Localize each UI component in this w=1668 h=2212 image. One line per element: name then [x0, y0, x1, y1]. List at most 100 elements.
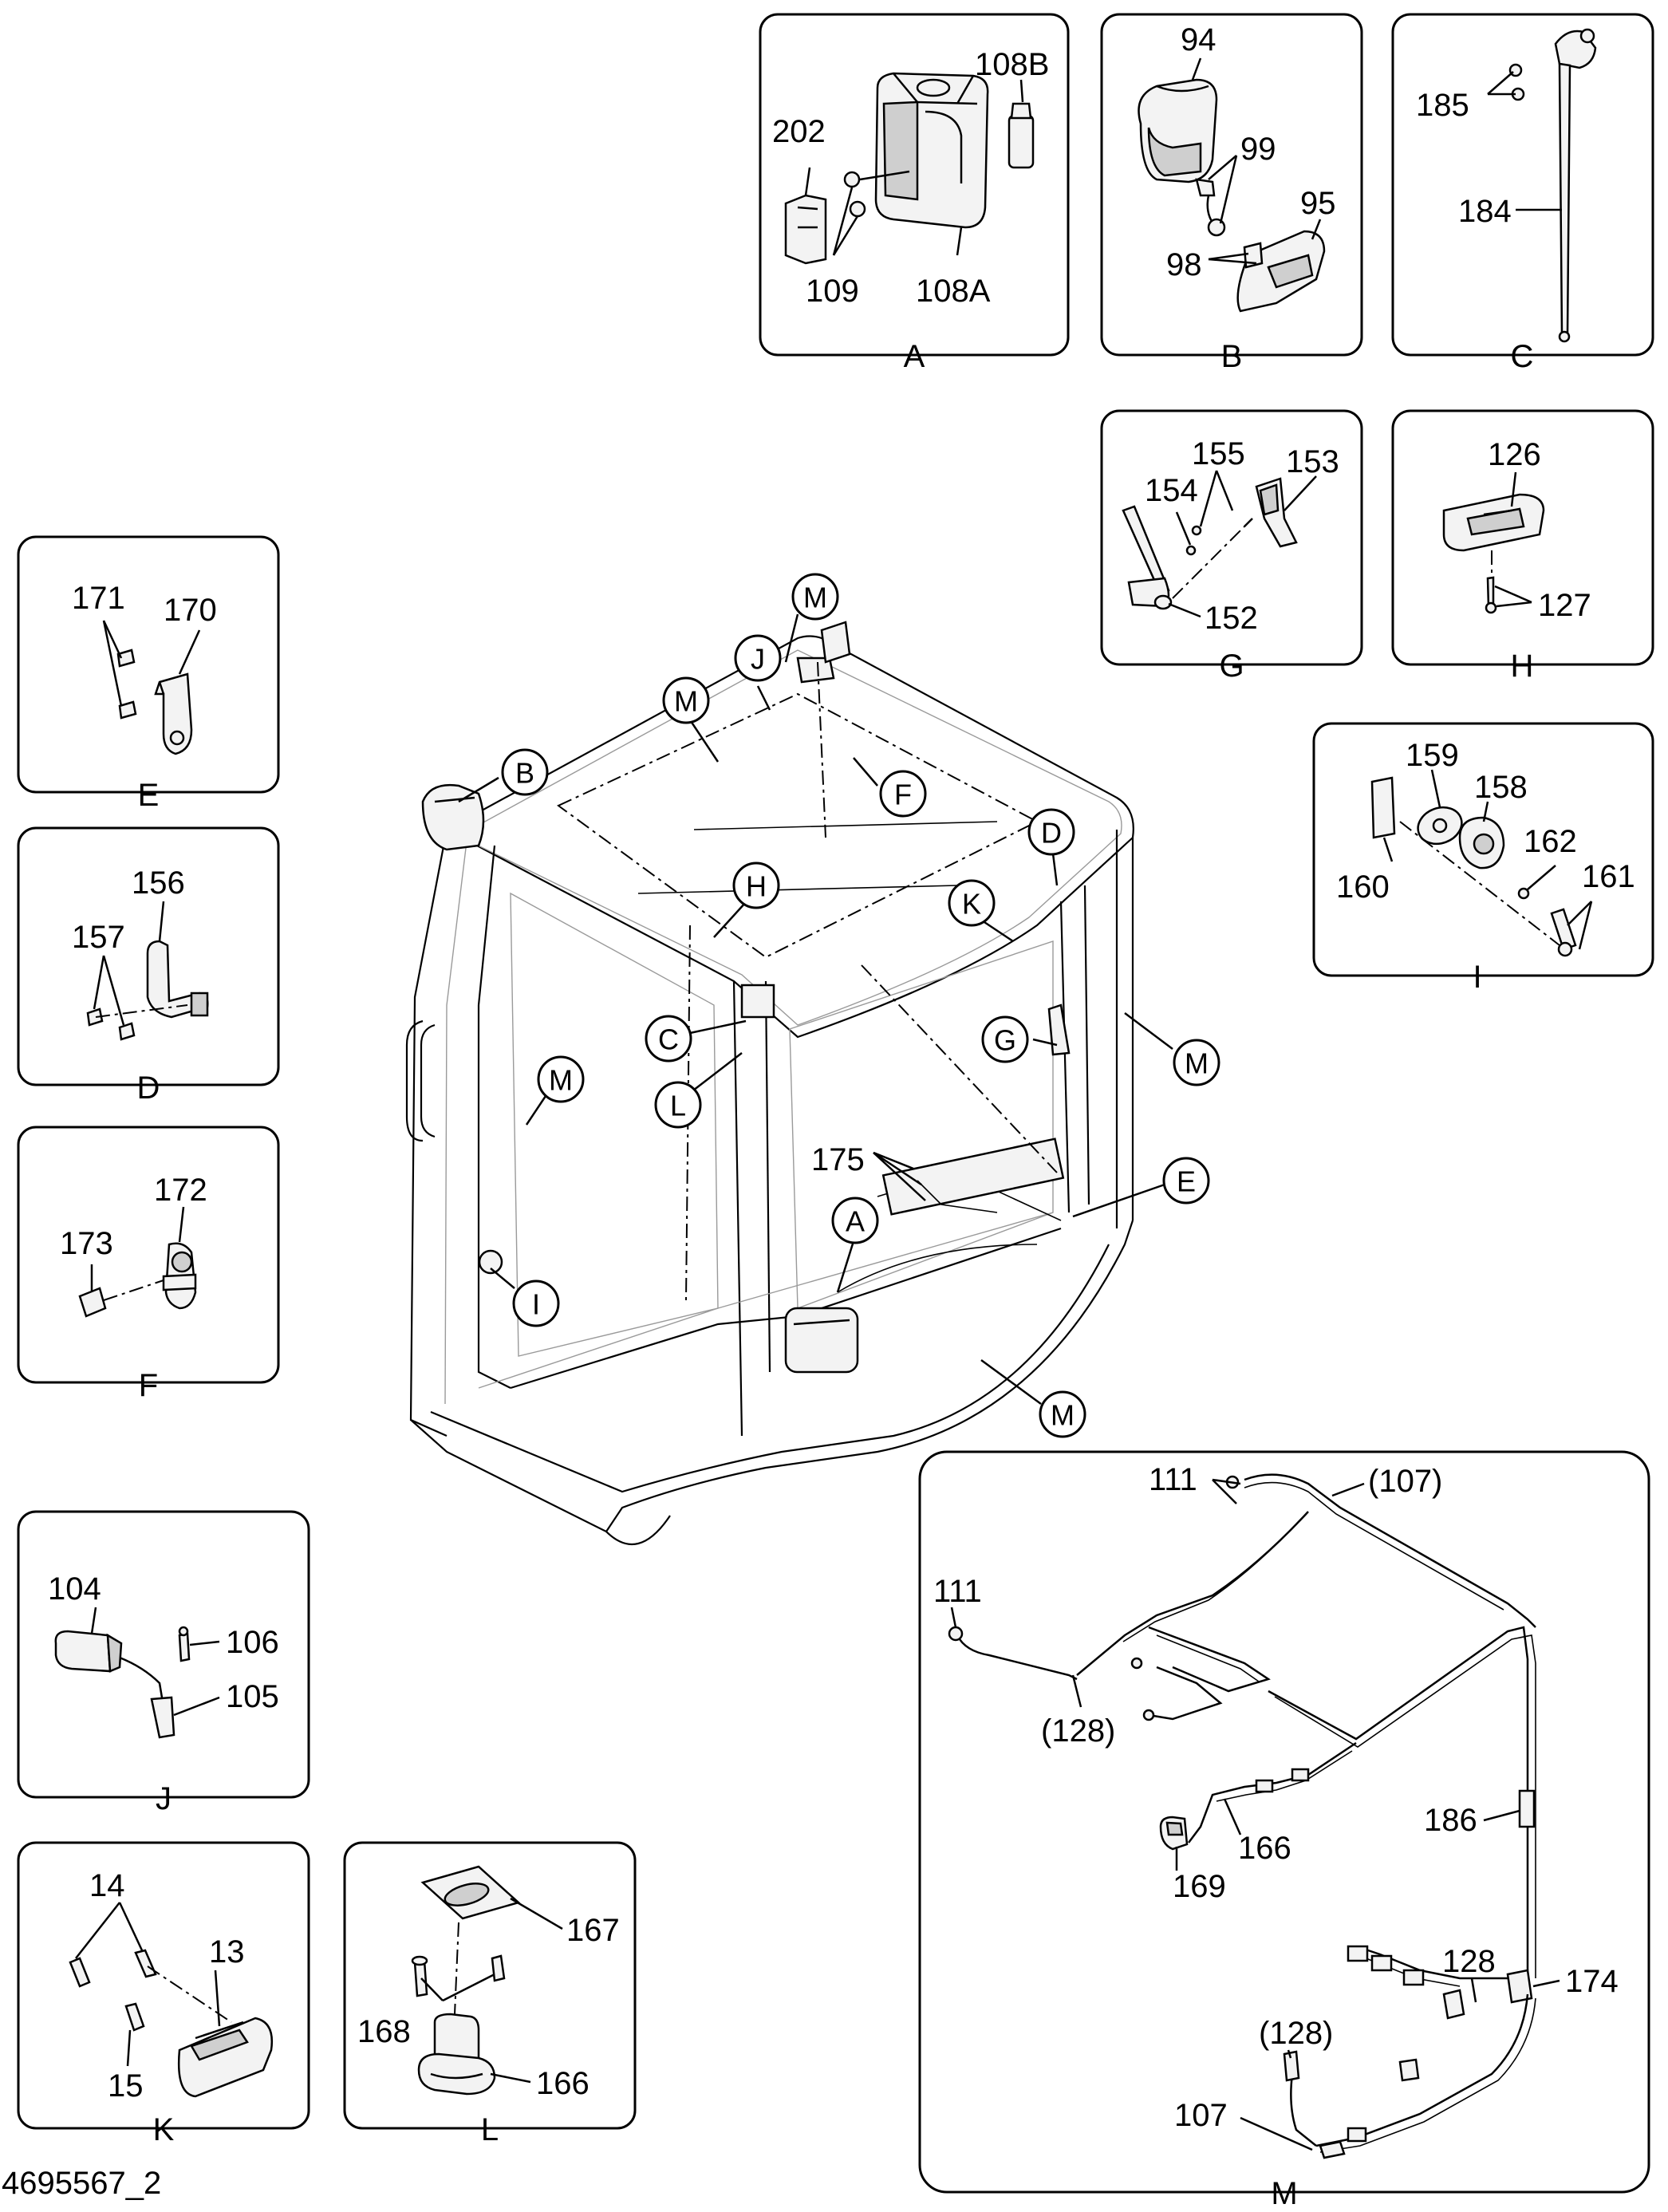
- callout-letter: H: [746, 870, 767, 903]
- panel-K-part-15: 15: [108, 2068, 144, 2104]
- panel-H: [1391, 409, 1654, 666]
- panel-J-label: J: [156, 1781, 172, 1816]
- document-id: 4695567_2: [2, 2166, 162, 2201]
- callout-letter: K: [962, 888, 981, 921]
- panel-A-label: A: [904, 339, 925, 374]
- panel-H-part-126: 126: [1488, 437, 1541, 472]
- panel-D-part-157: 157: [72, 920, 125, 955]
- panel-G-part-154: 154: [1145, 473, 1198, 508]
- panel-D-label: D: [137, 1071, 160, 1106]
- callout-m-10: M: [1173, 1039, 1220, 1086]
- panel-M-part-166: 166: [1238, 1831, 1291, 1866]
- callout-m-0: M: [791, 573, 839, 621]
- callout-m-12: M: [537, 1055, 585, 1103]
- callout-letter: J: [751, 643, 765, 676]
- panel-M-part-111-left: 111: [933, 1574, 982, 1609]
- panel-I: [1312, 722, 1654, 977]
- panel-K-part-13: 13: [209, 1934, 245, 1970]
- panel-E-label: E: [138, 778, 160, 813]
- callout-l-11: L: [654, 1081, 702, 1129]
- panel-M-part-169: 169: [1173, 1869, 1226, 1904]
- panel-G-part-155: 155: [1192, 436, 1245, 471]
- panel-G-label: G: [1219, 649, 1244, 684]
- panel-A-part-109: 109: [806, 274, 859, 309]
- callout-k-7: K: [948, 879, 996, 927]
- callout-b-3: B: [501, 748, 549, 796]
- panel-K: [17, 1841, 310, 2130]
- panel-F-label: F: [139, 1368, 158, 1403]
- panel-G: [1100, 409, 1363, 666]
- callout-letter: A: [846, 1205, 865, 1238]
- panel-B-label: B: [1221, 339, 1243, 374]
- callout-letter: L: [670, 1090, 686, 1122]
- callout-letter: I: [532, 1288, 540, 1321]
- callout-g-9: G: [981, 1015, 1029, 1063]
- main-callouts: [458, 613, 1173, 1406]
- panel-H-label: H: [1511, 649, 1534, 684]
- panel-C-part-184: 184: [1458, 194, 1512, 229]
- cab-frame: [405, 621, 1134, 1545]
- panel-F-part-173: 173: [60, 1226, 113, 1261]
- callout-letter: M: [803, 582, 827, 614]
- panel-F-part-172: 172: [154, 1173, 207, 1208]
- panel-L-label: L: [481, 2112, 499, 2147]
- callout-letter: G: [994, 1024, 1016, 1057]
- panel-A-part-108B: 108B: [975, 47, 1049, 82]
- callout-letter: B: [515, 757, 534, 790]
- callout-i-15: I: [512, 1279, 560, 1327]
- panel-M: [918, 1450, 1650, 2194]
- panel-M-part-174: 174: [1565, 1964, 1619, 1999]
- callout-f-4: F: [879, 770, 927, 818]
- panel-L-part-167: 167: [566, 1913, 620, 1948]
- panel-M-part-111-top: 111: [1149, 1462, 1197, 1497]
- panel-G-part-153: 153: [1286, 444, 1339, 479]
- panel-L-part-168: 168: [357, 2014, 411, 2049]
- panel-I-label: I: [1473, 960, 1481, 995]
- panel-C: [1391, 13, 1654, 357]
- callout-m-16: M: [1039, 1390, 1086, 1438]
- callout-a-14: A: [831, 1197, 879, 1244]
- callout-letter: M: [1185, 1047, 1209, 1080]
- panel-E-part-171: 171: [72, 581, 125, 616]
- callout-letter: M: [1051, 1399, 1075, 1432]
- panel-H-part-127: 127: [1538, 588, 1591, 623]
- panel-A-part-108A: 108A: [916, 274, 991, 309]
- panel-I-part-160: 160: [1336, 869, 1390, 905]
- panel-L: [343, 1841, 637, 2130]
- panel-C-label: C: [1511, 339, 1534, 374]
- panel-M-part-107: 107: [1174, 2098, 1228, 2133]
- panel-B-part-95: 95: [1300, 186, 1336, 221]
- panel-I-part-162: 162: [1524, 824, 1577, 859]
- callout-letter: F: [894, 779, 912, 811]
- callout-letter: E: [1177, 1165, 1196, 1198]
- panel-K-label: K: [153, 2112, 175, 2147]
- panel-J-part-105: 105: [226, 1679, 279, 1714]
- panel-E: [17, 535, 280, 794]
- panel-E-part-170: 170: [164, 593, 217, 628]
- panel-B: [1100, 13, 1363, 357]
- panel-M-part-107-paren-top: (107): [1368, 1464, 1442, 1499]
- callout-letter: C: [658, 1023, 679, 1056]
- main-callout-circles: M J M B F D H K C G M L M E A I M: [501, 573, 1220, 1438]
- panel-M-part-186: 186: [1424, 1803, 1477, 1838]
- part-label-175: 175: [811, 1142, 865, 1177]
- panel-F: [17, 1126, 280, 1384]
- callout-e-13: E: [1162, 1157, 1210, 1205]
- panel-J-part-106: 106: [226, 1625, 279, 1660]
- callout-m-2: M: [662, 676, 710, 724]
- callout-letter: D: [1041, 817, 1062, 850]
- panel-D: [17, 826, 280, 1086]
- panel-M-part-128-paren-left: (128): [1041, 1713, 1115, 1749]
- panel-J-part-104: 104: [48, 1571, 101, 1607]
- callout-j-1: J: [734, 634, 782, 682]
- panel-L-part-166: 166: [536, 2066, 590, 2101]
- panel-I-part-159: 159: [1406, 738, 1459, 773]
- callout-c-8: C: [645, 1015, 692, 1063]
- panel-G-part-152: 152: [1205, 601, 1258, 636]
- panel-A-part-202: 202: [772, 114, 826, 149]
- callout-d-5: D: [1027, 808, 1075, 856]
- panel-M-part-128: 128: [1442, 1944, 1496, 1979]
- panel-I-part-161: 161: [1582, 859, 1635, 894]
- panel-B-part-94: 94: [1181, 22, 1216, 57]
